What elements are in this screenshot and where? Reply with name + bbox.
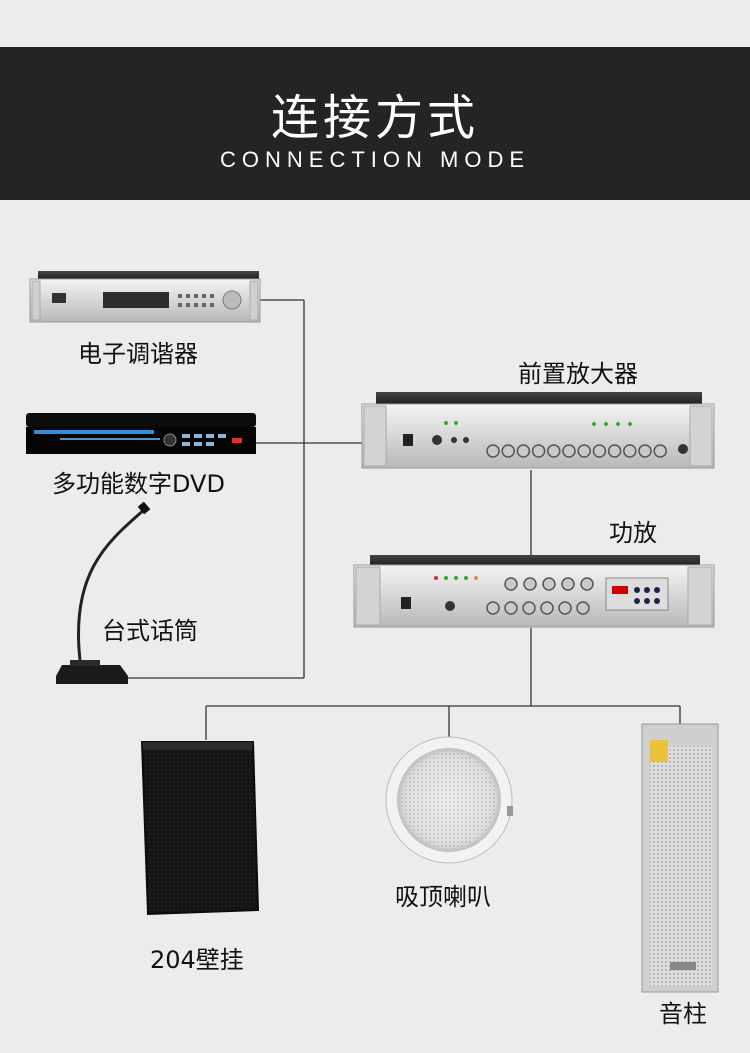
label-dvd: 多功能数字DVD xyxy=(52,470,225,498)
knob-icon xyxy=(558,601,572,615)
knob-icon xyxy=(531,444,546,458)
knob-icon xyxy=(504,577,518,591)
connection-lines xyxy=(128,299,681,740)
knob-icon xyxy=(653,444,667,458)
knob-icon xyxy=(501,444,515,458)
knob-icon xyxy=(576,601,590,615)
knob-icon xyxy=(561,577,575,591)
knob-icon xyxy=(486,601,500,615)
knob-icon xyxy=(542,577,556,591)
preamp-device xyxy=(361,392,715,469)
microphone-device xyxy=(56,501,151,684)
power-amp-device xyxy=(353,555,715,628)
wall-speaker-device xyxy=(140,741,260,916)
knob-icon xyxy=(623,444,637,458)
knob-icon xyxy=(523,577,537,591)
label-column-speaker: 音柱 xyxy=(659,1000,707,1028)
knob-icon xyxy=(547,444,561,458)
label-ceiling-speaker: 吸顶喇叭 xyxy=(395,883,491,911)
knob-icon xyxy=(638,444,652,458)
label-microphone: 台式话筒 xyxy=(102,617,198,645)
page-title: 连接方式 xyxy=(270,90,479,146)
dvd-device xyxy=(26,413,256,454)
preamp-knobs xyxy=(486,444,667,458)
knob-icon xyxy=(522,601,536,615)
knob-icon xyxy=(580,577,594,591)
knob-icon xyxy=(592,444,607,458)
knob-icon xyxy=(540,601,554,615)
ceiling-speaker-device xyxy=(385,736,513,864)
knob-icon xyxy=(486,444,500,458)
label-tuner: 电子调谐器 xyxy=(78,340,198,368)
label-wall-speaker: 204壁挂 xyxy=(150,946,244,974)
knob-icon xyxy=(562,444,576,458)
knob-icon xyxy=(504,601,518,615)
knob-icon xyxy=(607,444,622,458)
page-subtitle: CONNECTION MODE xyxy=(220,147,530,172)
header-banner xyxy=(0,47,750,200)
knob-icon xyxy=(577,444,591,458)
label-power-amp: 功放 xyxy=(609,519,657,547)
label-preamp: 前置放大器 xyxy=(518,360,638,388)
amp-knobs xyxy=(486,577,594,615)
column-speaker-device xyxy=(641,723,719,993)
knob-icon xyxy=(516,444,531,458)
tuner-device xyxy=(29,271,261,323)
